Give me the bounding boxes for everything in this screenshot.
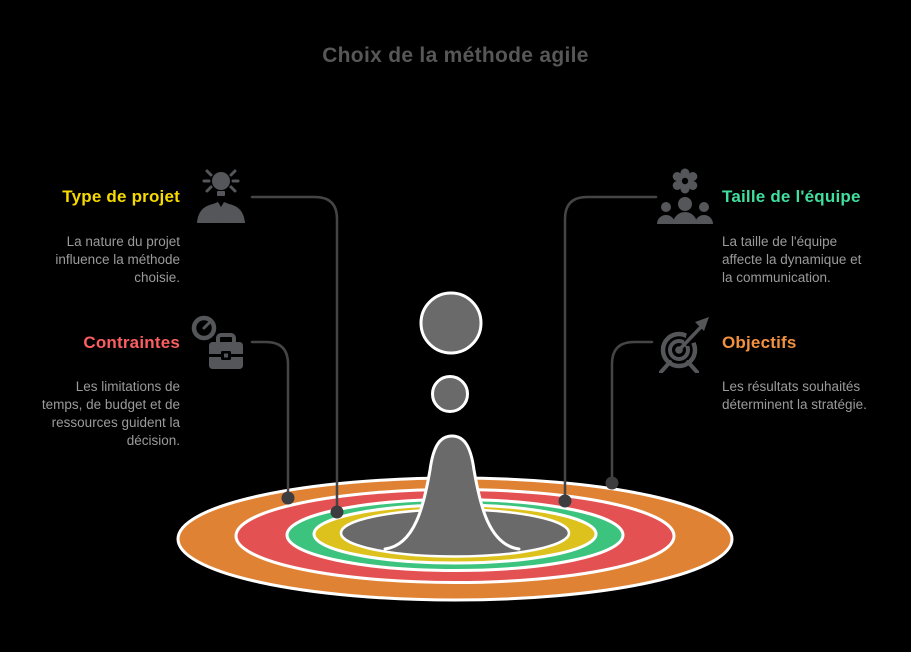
connector-dot-contraintes: [281, 491, 295, 505]
section-description-taille-equipe: La taille de l'équipe affecte la dynamiq…: [722, 233, 902, 287]
person-idea-icon: [191, 166, 251, 226]
section-heading-objectifs: Objectifs: [722, 333, 797, 352]
section-heading-contraintes: Contraintes: [83, 333, 180, 352]
description-line: influence la méthode: [55, 252, 180, 267]
description-line: décision.: [126, 433, 180, 448]
section-description-type-de-projet: La nature du projet influence la méthode…: [0, 233, 180, 287]
description-line: temps, de budget et de: [41, 397, 180, 412]
connector-line-objectifs: [610, 340, 654, 479]
droplet-small: [431, 375, 469, 413]
connector-line-type-de-projet: [250, 195, 339, 508]
description-line: Les résultats souhaités: [722, 379, 861, 394]
section-heading-taille-equipe: Taille de l'équipe: [722, 187, 861, 206]
section-description-contraintes: Les limitations de temps, de budget et d…: [0, 378, 180, 450]
droplet-large: [419, 291, 483, 355]
connector-dot-group: [281, 476, 619, 519]
description-line: déterminent la stratégie.: [722, 397, 867, 412]
description-line: la communication.: [722, 270, 831, 285]
section-heading-type-de-projet: Type de projet: [62, 187, 180, 206]
droplet-splash-outline: [383, 434, 521, 551]
team-icon: [655, 166, 715, 226]
connector-line-taille-equipe: [563, 195, 658, 497]
droplet-splash: [385, 436, 519, 555]
briefcase-clock-icon: [190, 314, 250, 374]
section-description-objectifs: Les résultats souhaités déterminent la s…: [722, 378, 902, 414]
connector-dot-objectifs: [605, 476, 619, 490]
connector-dot-type-de-projet: [330, 505, 344, 519]
target-arrow-icon: [651, 315, 711, 375]
connector-group: [250, 195, 658, 508]
description-line: La nature du projet: [66, 234, 180, 249]
description-line: affecte la dynamique et: [722, 252, 862, 267]
description-line: Les limitations de: [75, 379, 180, 394]
connector-dot-taille-equipe: [558, 494, 572, 508]
description-line: ressources guident la: [51, 415, 180, 430]
description-line: La taille de l'équipe: [722, 234, 838, 249]
page-title: Choix de la méthode agile: [322, 44, 589, 67]
description-line: choisie.: [134, 270, 180, 285]
connector-line-contraintes: [250, 340, 290, 494]
gear-part: [672, 168, 698, 194]
